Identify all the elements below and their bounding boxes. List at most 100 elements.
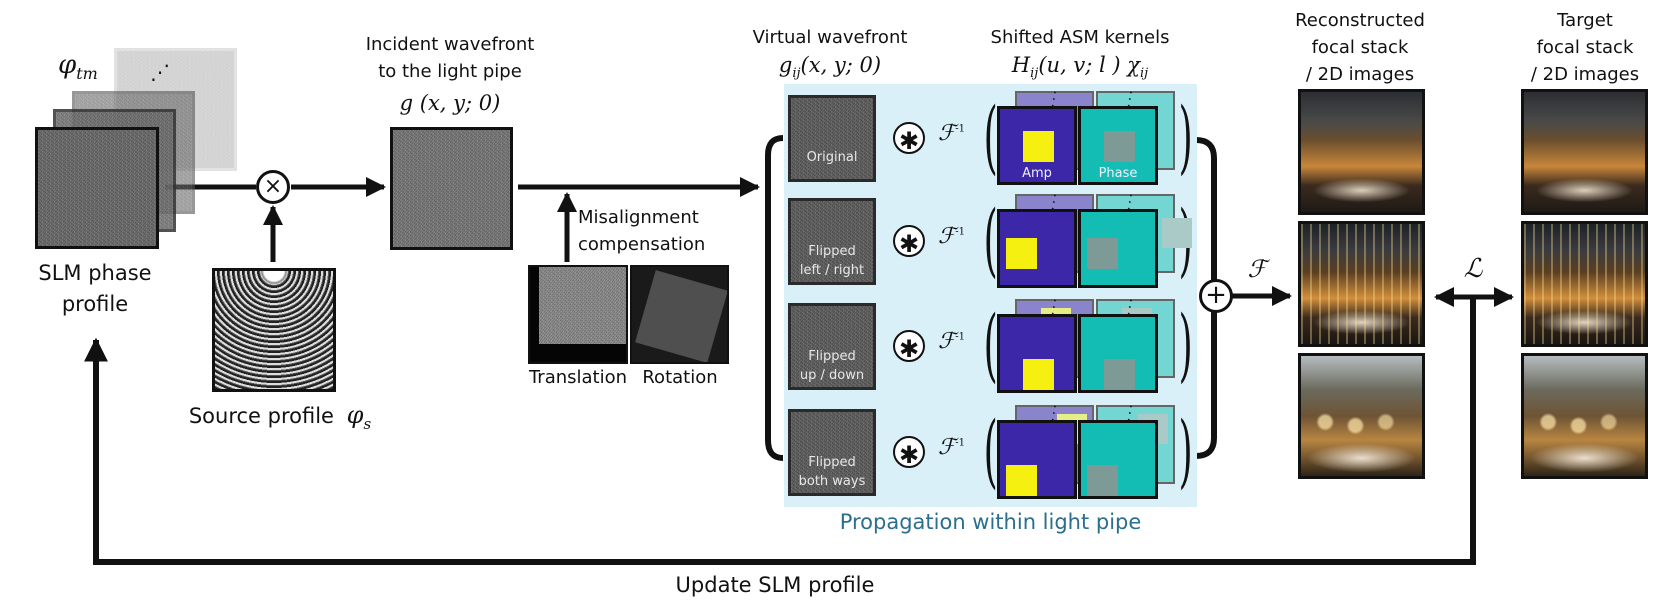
incident-wavefront-image: [390, 127, 513, 250]
target-image-3: [1521, 353, 1648, 479]
slm-symbol: φtm: [58, 52, 98, 87]
forward-fourier-symbol: ℱ: [1247, 255, 1267, 283]
translation-label: Translation: [528, 367, 628, 388]
source-phi-subscript: s: [363, 414, 372, 433]
loss-symbol: ℒ: [1463, 254, 1483, 284]
kern-sub: ij: [1030, 66, 1039, 82]
incident-label: Incident wavefront to the light pipe: [350, 31, 550, 85]
misalignment-label-line2: compensation: [578, 234, 706, 255]
slm-stack-dots: ⋰: [150, 60, 171, 84]
plus-icon: +: [1205, 280, 1227, 310]
wavefront-caption-line1: Flipped: [808, 455, 856, 470]
fourier-glyph: ℱ: [938, 121, 956, 146]
convolution-icon: ✱: [893, 225, 925, 258]
kernel-amp-panel: [997, 209, 1077, 288]
virtual-wavefront-image: Original: [788, 95, 876, 182]
left-bracket: [765, 135, 784, 461]
rotation-label: Rotation: [642, 367, 718, 388]
phase-window: [1104, 131, 1135, 162]
incident-label-line1: Incident wavefront: [365, 34, 535, 55]
source-phi-symbol: φ: [346, 401, 364, 429]
propagation-label: Propagation within light pipe: [839, 510, 1142, 534]
amp-window: [1023, 131, 1054, 162]
fourier-glyph: ℱ: [938, 435, 956, 460]
translated-content: [539, 267, 626, 344]
kernel-amp-panel: Amp: [997, 106, 1077, 185]
incident-label-line2: to the light pipe: [378, 61, 522, 82]
target-label: Target focal stack / 2D images: [1505, 7, 1661, 88]
kernel-phase-panel: [1078, 420, 1158, 499]
virtual-wavefront-label: Virtual wavefront: [752, 27, 908, 48]
reconstructed-label-line2: focal stack: [1311, 37, 1409, 58]
kernel-amp-panel: [997, 420, 1077, 499]
right-paren: ): [1178, 298, 1193, 391]
inverse-fourier-symbol: ℱ-1: [938, 435, 965, 460]
inverse-fourier-symbol: ℱ-1: [938, 121, 965, 146]
phase-window: [1087, 465, 1118, 496]
inverse-fourier-symbol: ℱ-1: [938, 224, 965, 249]
slm-label: SLM phase profile: [20, 258, 170, 320]
target-image-1: [1521, 89, 1648, 215]
convolution-icon: ✱: [893, 330, 925, 363]
inverse-fourier-symbol: ℱ-1: [938, 329, 965, 354]
reconstructed-image-2: [1298, 221, 1425, 347]
incident-formula: g (x, y; 0): [399, 91, 501, 115]
misalignment-label: Misalignment compensation: [578, 204, 718, 258]
virtual-wavefront-formula: gij(x, y; 0): [740, 52, 920, 87]
convolution-icon: ✱: [893, 122, 925, 155]
right-paren: ): [1178, 404, 1193, 497]
kernel-phase-panel: Phase: [1078, 106, 1158, 185]
reconstructed-label-line1: Reconstructed: [1295, 10, 1425, 31]
kernels-formula: Hij(u, v; l ) χij: [975, 52, 1185, 87]
kern-H: H: [1011, 53, 1031, 77]
multiply-icon: ×: [263, 174, 283, 199]
misalignment-label-line1: Misalignment: [578, 207, 699, 228]
left-paren: (: [983, 90, 998, 183]
inverse-superscript: -1: [955, 226, 966, 238]
right-paren: ): [1178, 90, 1193, 183]
convolution-icon: ✱: [893, 436, 925, 469]
target-label-line2: focal stack: [1536, 37, 1634, 58]
source-label: Source profile φs: [170, 402, 390, 438]
rotation-image: [630, 265, 729, 364]
vw-g: g: [778, 53, 793, 77]
kernel-phase-panel: [1078, 209, 1158, 288]
kernels-label: Shifted ASM kernels: [990, 27, 1170, 48]
phase-window: [1087, 238, 1118, 269]
target-image-2: [1521, 221, 1648, 347]
source-label-text: Source profile: [188, 404, 334, 428]
amp-window: [1006, 238, 1037, 269]
kern-sub2: ij: [1140, 66, 1149, 82]
inverse-superscript: -1: [955, 437, 966, 449]
target-label-line1: Target: [1557, 10, 1613, 31]
slm-phase-layer-1: [35, 127, 159, 249]
target-label-line3: / 2D images: [1530, 64, 1640, 85]
phase-window-faint: [1162, 218, 1192, 248]
wavefront-caption: Flipped both ways: [791, 453, 873, 491]
reconstructed-image-1: [1298, 89, 1425, 215]
wavefront-caption-line1: Original: [806, 150, 858, 165]
phi-symbol: φ: [58, 50, 77, 80]
kern-rest: (u, v; l ) χ: [1038, 53, 1140, 77]
fourier-glyph: ℱ: [938, 329, 956, 354]
wavefront-caption-line1: Flipped: [808, 244, 856, 259]
wavefront-caption-line2: both ways: [798, 474, 866, 489]
left-paren: (: [983, 404, 998, 497]
sum-node: +: [1199, 279, 1233, 313]
fourier-glyph: ℱ: [938, 224, 956, 249]
vw-sub: ij: [792, 66, 801, 82]
wavefront-caption-line2: up / down: [799, 368, 865, 383]
virtual-wavefront-image: Flipped both ways: [788, 409, 876, 496]
left-paren: (: [983, 193, 998, 286]
reconstructed-label-line3: / 2D images: [1305, 64, 1415, 85]
reconstructed-label: Reconstructed focal stack / 2D images: [1280, 7, 1440, 88]
reconstructed-image-3: [1298, 353, 1425, 479]
amp-window: [1023, 359, 1054, 390]
phase-window: [1104, 359, 1135, 390]
inverse-superscript: -1: [955, 123, 966, 135]
kernel-amp-panel: [997, 314, 1077, 393]
vw-rest: (x, y; 0): [800, 53, 882, 77]
